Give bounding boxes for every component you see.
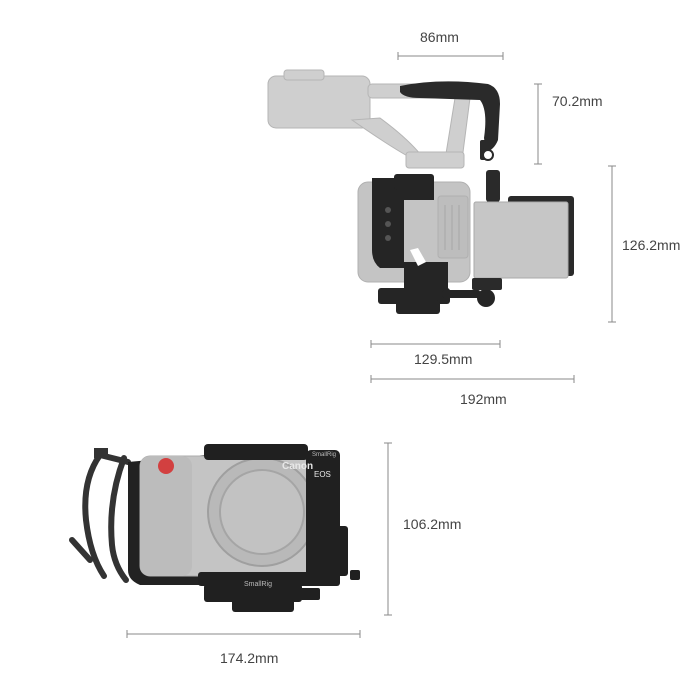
dimension-rig-height: 106.2mm — [403, 516, 462, 532]
monitor — [472, 170, 574, 290]
cage-brand-side-label: SmallRig — [312, 452, 337, 458]
cage-frame-front — [198, 444, 360, 612]
dimension-cage-width: 129.5mm — [414, 351, 473, 367]
cage-brand-plate-label: SmallRig — [244, 581, 273, 588]
bottom-rig-illustration — [69, 444, 360, 612]
top-rig-illustration — [267, 69, 574, 314]
cage-frame-top — [372, 174, 495, 314]
dimension-total-width: 192mm — [460, 391, 507, 407]
cold-shoe-detail — [410, 248, 426, 266]
dimension-top-width: 86mm — [420, 29, 459, 45]
strap-buckle — [94, 448, 108, 458]
dimension-handle-height: 70.2mm — [552, 93, 603, 109]
hand-strap — [69, 452, 131, 583]
cage-top-handle — [400, 81, 500, 161]
camera-brand-label: Canon — [282, 461, 314, 472]
bottom-dimension-lines — [126, 442, 392, 638]
camera-body-front — [139, 455, 333, 577]
camera-model-label: EOS — [314, 470, 331, 479]
top-dimension-lines — [370, 52, 616, 383]
dimension-rig-width: 174.2mm — [220, 650, 279, 666]
dimension-monitor-height: 126.2mm — [622, 237, 681, 253]
